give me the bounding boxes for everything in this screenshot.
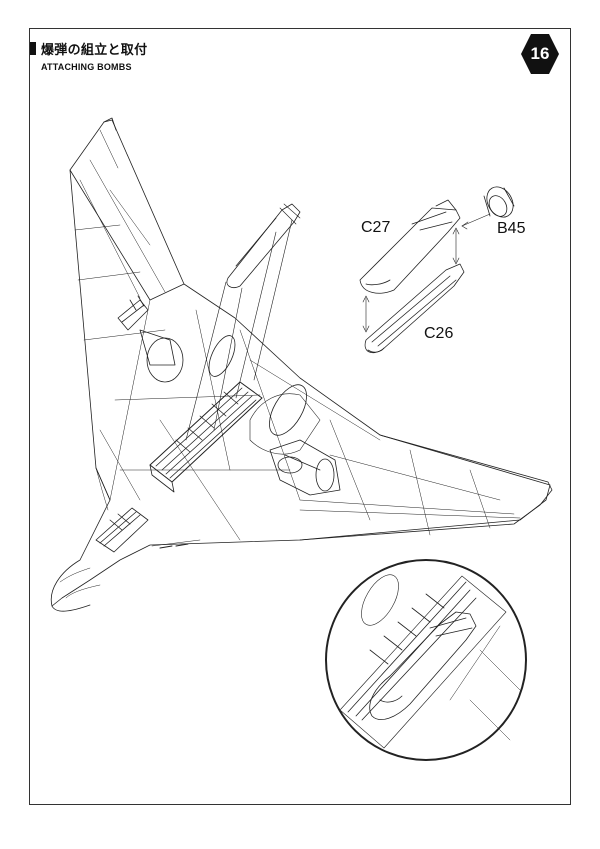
part-c27 bbox=[359, 207, 461, 294]
parts-subassembly bbox=[359, 186, 515, 354]
right-wing bbox=[299, 434, 553, 541]
step-title-japanese: 爆弾の組立と取付 bbox=[41, 43, 148, 58]
step-number: 16 bbox=[530, 44, 550, 63]
fuselage bbox=[51, 283, 551, 607]
part-label-c27: C27 bbox=[361, 219, 391, 236]
page-frame bbox=[29, 28, 571, 805]
section-marker bbox=[30, 42, 36, 55]
nose-gear-bay bbox=[95, 507, 149, 553]
right-gear-bay bbox=[269, 439, 341, 496]
step-title-english: ATTACHING BOMBS bbox=[41, 62, 132, 72]
bomb-bay bbox=[149, 381, 263, 493]
part-label-b45: B45 bbox=[497, 220, 526, 237]
detail-magnifier bbox=[325, 559, 527, 761]
left-wing bbox=[69, 119, 185, 301]
aircraft-drawing bbox=[50, 117, 553, 612]
step-badge-hexagon bbox=[521, 34, 559, 74]
part-label-c26: C26 bbox=[424, 325, 454, 342]
bomb-insert bbox=[185, 203, 301, 441]
left-gear-bay bbox=[117, 295, 176, 366]
detail-bomb bbox=[369, 611, 477, 720]
part-b45 bbox=[486, 186, 514, 218]
nose bbox=[51, 604, 91, 612]
